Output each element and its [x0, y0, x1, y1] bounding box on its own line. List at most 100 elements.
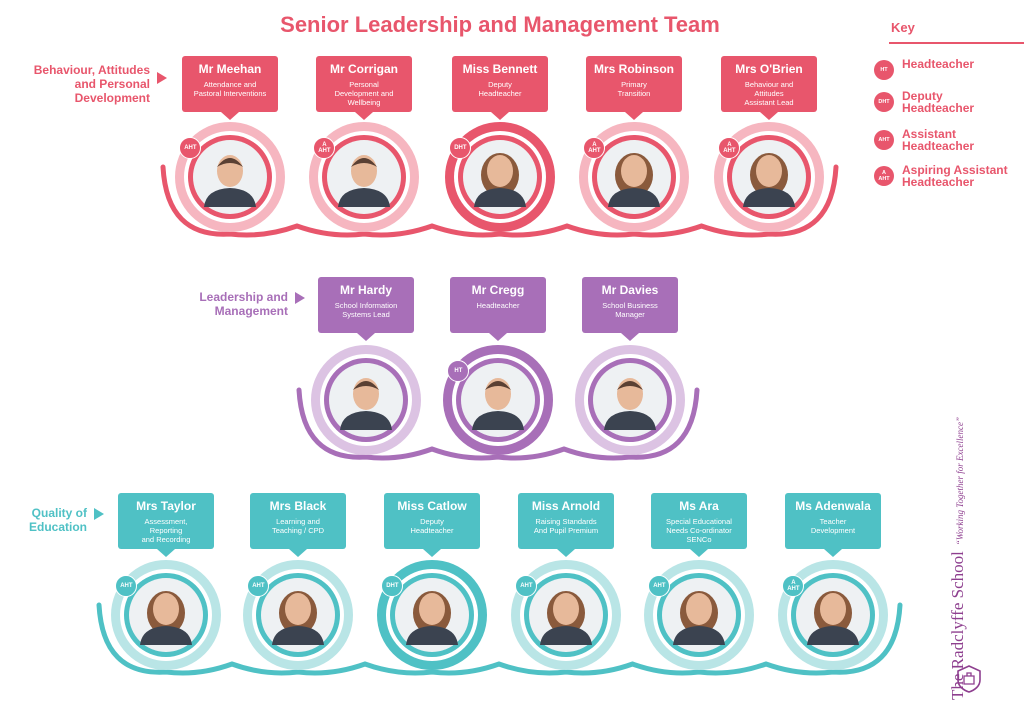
- member-role: Headteacher: [476, 301, 520, 310]
- role-badge-icon: HT: [874, 60, 894, 80]
- member-portrait: [111, 560, 221, 670]
- member-portrait: [714, 122, 824, 232]
- section-ribbon: [96, 602, 903, 676]
- member-name: Mrs Black: [269, 499, 327, 513]
- role-badge-icon: AHT: [115, 575, 138, 598]
- woman-portrait-icon: [540, 591, 592, 645]
- member-portrait: [778, 560, 888, 670]
- member-portrait: [243, 560, 353, 670]
- role-badge-icon: DHT: [449, 137, 472, 160]
- member-role: School Business Manager: [602, 301, 658, 319]
- woman-portrait-icon: [272, 591, 324, 645]
- member-role: Raising Standards And Pupil Premium: [533, 517, 599, 535]
- section-arrow-icon: [94, 508, 104, 520]
- member-name: Mrs Robinson: [594, 62, 674, 76]
- woman-portrait-icon: [608, 153, 660, 207]
- key-label: Headteacher: [902, 57, 975, 71]
- man-portrait-icon: [472, 378, 524, 430]
- member-name: Mr Hardy: [339, 283, 392, 297]
- member-role: School Information Systems Lead: [334, 301, 398, 319]
- member-portrait: [511, 560, 621, 670]
- section-ribbon: [160, 164, 839, 238]
- member-portrait: [443, 345, 553, 455]
- member-portrait: [445, 122, 555, 232]
- section-label: Quality of Education: [28, 506, 87, 534]
- member-name: Mr Corrigan: [329, 62, 398, 76]
- member-role: Behaviour and Attitudes Assistant Lead: [744, 80, 794, 107]
- section-ribbon: [296, 387, 700, 461]
- role-badge-icon: DHT: [874, 92, 894, 112]
- section-arrow-icon: [295, 292, 305, 304]
- member-portrait: [575, 345, 685, 455]
- section-label: Leadership and Management: [199, 290, 288, 318]
- member-name: Mr Davies: [601, 283, 659, 297]
- section-label: Behaviour, Attitudes and Personal Develo…: [33, 63, 150, 105]
- member-role: Deputy Headteacher: [478, 80, 522, 98]
- key-item: HT Headteacher: [872, 58, 1022, 92]
- member-portrait: [377, 560, 487, 670]
- member-name: Ms Adenwala: [795, 499, 871, 513]
- man-portrait-icon: [604, 378, 656, 430]
- school-name-block: The Radclyffe School“Working Together fo…: [948, 417, 968, 700]
- key-label: Assistant Headteacher: [902, 127, 975, 153]
- member-role: Assessment, Reporting and Recording: [141, 517, 191, 544]
- member-role: Attendance and Pastoral Interventions: [193, 80, 267, 98]
- woman-portrait-icon: [807, 591, 859, 645]
- member-name: Mr Cregg: [471, 283, 525, 297]
- page-title: Senior Leadership and Management Team: [280, 12, 720, 37]
- key-item: AHT Assistant Headteacher: [872, 128, 1022, 162]
- section-arrow-icon: [157, 72, 167, 84]
- role-badge-icon: AHT: [874, 130, 894, 150]
- woman-portrait-icon: [474, 153, 526, 207]
- member-portrait: [309, 122, 419, 232]
- member-portrait: [311, 345, 421, 455]
- role-badge-icon: DHT: [381, 575, 404, 598]
- key-label: Aspiring Assistant Headteacher: [902, 163, 1008, 189]
- role-badge-icon: AHT: [247, 575, 270, 598]
- member-name: Mrs O'Brien: [735, 62, 803, 76]
- key-title: Key: [891, 20, 915, 35]
- woman-portrait-icon: [140, 591, 192, 645]
- woman-portrait-icon: [743, 153, 795, 207]
- role-badge-icon: AHT: [648, 575, 671, 598]
- man-portrait-icon: [340, 378, 392, 430]
- member-role: Primary Transition: [617, 80, 651, 98]
- member-name: Mrs Taylor: [136, 499, 196, 513]
- woman-portrait-icon: [673, 591, 725, 645]
- member-name: Mr Meehan: [198, 62, 262, 76]
- role-badge-icon: AHT: [179, 137, 202, 160]
- member-name: Ms Ara: [679, 499, 719, 513]
- member-role: Deputy Headteacher: [410, 517, 454, 535]
- member-name: Miss Catlow: [397, 499, 467, 513]
- man-portrait-icon: [204, 155, 256, 207]
- member-role: Special Educational Needs Co-ordinator S…: [666, 517, 732, 544]
- member-name: Miss Arnold: [531, 499, 601, 513]
- member-role: Personal Development and Wellbeing: [334, 80, 394, 107]
- role-badge-icon: HT: [447, 360, 470, 383]
- member-portrait: [644, 560, 754, 670]
- member-portrait: [579, 122, 689, 232]
- member-role: Learning and Teaching / CPD: [271, 517, 325, 535]
- key-divider: [889, 42, 1024, 44]
- woman-portrait-icon: [406, 591, 458, 645]
- school-crest-icon: [957, 665, 981, 693]
- school-motto: “Working Together for Excellence”: [955, 417, 965, 546]
